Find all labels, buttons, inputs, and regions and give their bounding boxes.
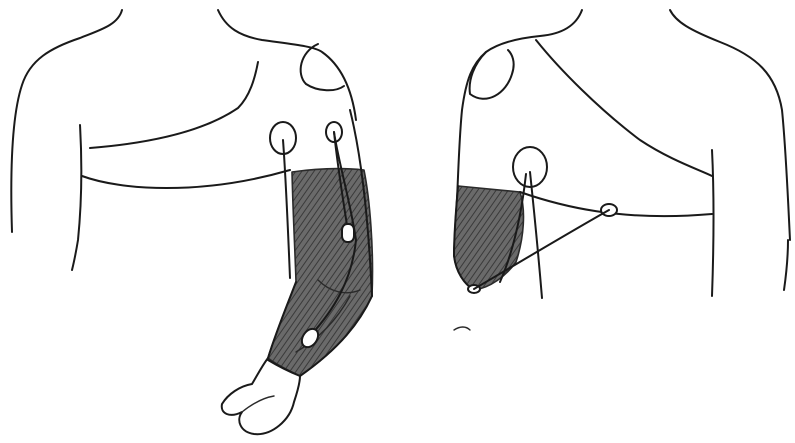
right-figure-neck-right [670,10,790,240]
right-figure [454,10,790,298]
right-figure-lead-1 [530,172,542,298]
left-figure-torso-side [72,125,81,270]
right-figure-torso-side-outer [784,240,788,290]
right-figure-chest-line [536,40,712,176]
left-figure-lower-chest [82,170,290,188]
left-figure-neck-left [11,10,122,232]
left-figure-marker-upperarm [342,224,354,242]
left-figure-lead-1 [283,140,290,278]
left-figure-neck-right [218,10,356,120]
right-figure-stump-shaded [454,186,523,290]
left-figure-chest-line [90,62,258,148]
left-figure-arm-shaded [268,169,373,376]
stray-mark [454,327,470,330]
left-figure-hand-fold [242,396,274,412]
left-figure [11,10,372,434]
right-figure-torso-side [712,150,714,296]
right-figure-stump-cap [470,50,514,99]
